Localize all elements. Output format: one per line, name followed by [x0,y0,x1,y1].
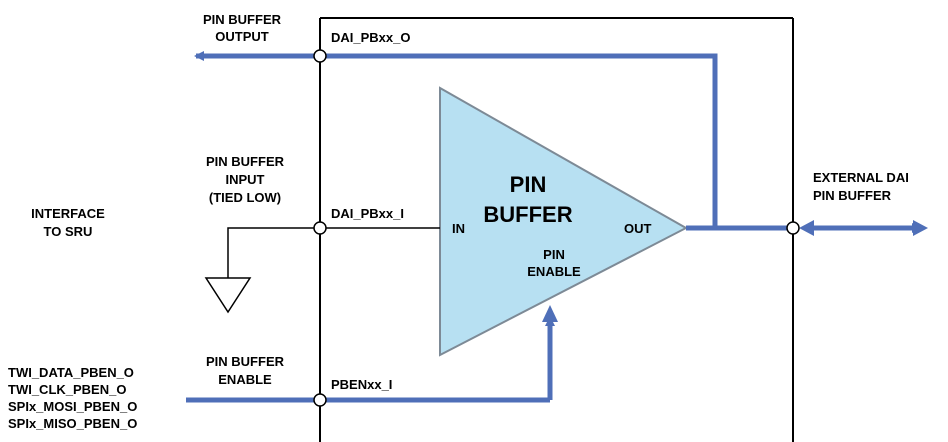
pin-buffer-enable-label-1: PIN BUFFER [206,354,285,369]
pin-buffer-output-label-1: PIN BUFFER [203,12,282,27]
interface-to-sru-label-2: TO SRU [44,224,93,239]
pin-enable-arrow-head [542,305,558,322]
source-twi-data: TWI_DATA_PBEN_O [8,365,134,380]
pin-buffer-output-label-2: OUTPUT [215,29,269,44]
out-label: OUT [624,221,652,236]
external-node [786,221,800,235]
output-feedback-line [322,53,718,228]
interface-to-sru-label-1: INTERFACE [31,206,105,221]
source-spi-miso: SPIx_MISO_PBEN_O [8,416,137,431]
pin-buffer-enable-label-2: ENABLE [218,372,272,387]
pin-buffer-input-label-2: INPUT [226,172,265,187]
source-twi-clk: TWI_CLK_PBEN_O [8,382,126,397]
source-spi-mosi: SPIx_MOSI_PBEN_O [8,399,137,414]
external-dai-label-2: PIN BUFFER [813,188,892,203]
output-node [313,49,327,63]
pin-buffer-input-label-3: (TIED LOW) [209,190,281,205]
pin-buffer-input-label-1: PIN BUFFER [206,154,285,169]
pbenxx-i-label: PBENxx_I [331,377,392,392]
enable-node [313,393,327,407]
dai-pbxx-i-label: DAI_PBxx_I [331,206,404,221]
pin-buffer-triangle [439,86,689,357]
external-dai-arrow-left-head [799,220,814,236]
input-node [313,221,327,235]
dai-pbxx-o-label: DAI_PBxx_O [331,30,410,45]
external-dai-arrow-right-head [913,220,928,236]
external-dai-label-1: EXTERNAL DAI [813,170,909,185]
triangle-title-2: BUFFER [483,202,572,227]
pin-enable-label-1: PIN [543,247,565,262]
triangle-title-1: PIN [510,172,547,197]
pin-enable-label-2: ENABLE [527,264,581,279]
tie-low-line [227,227,320,278]
ground-symbol [204,277,252,314]
in-label: IN [452,221,465,236]
